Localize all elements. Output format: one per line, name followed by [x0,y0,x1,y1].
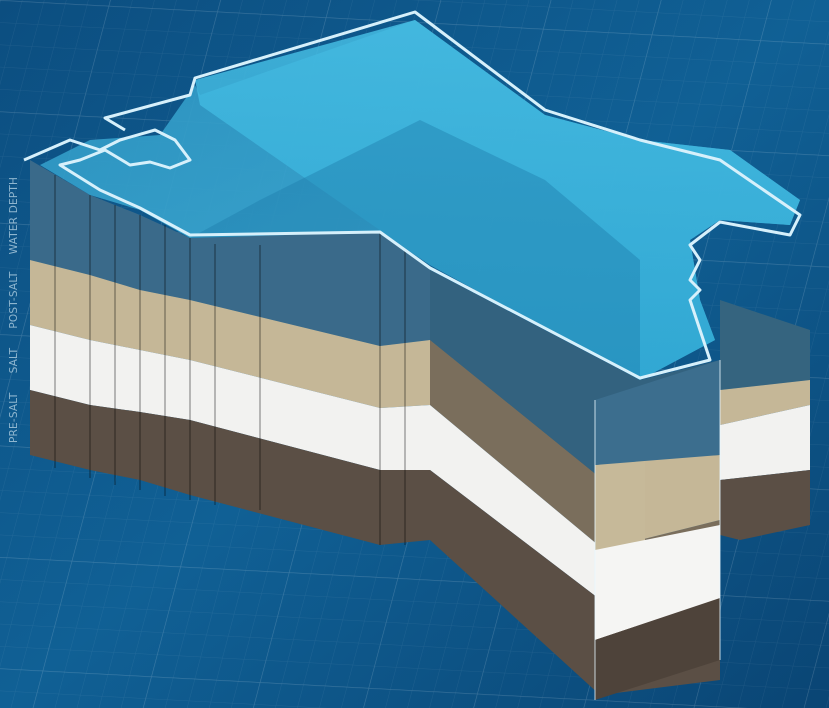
stratigraphic-block-diagram [23,10,810,700]
post-salt-layer-far-right [720,380,810,425]
pre-salt-layer-far-right [720,470,810,540]
water-surface-inner-shadow [190,120,640,380]
far-right-section [720,300,810,540]
front-face-water [595,360,720,465]
left-front-section [30,160,430,545]
water-depth-layer-far-right [720,300,810,390]
post-salt-layer-left [30,260,430,408]
post-salt-label: POST-SALT [8,271,20,329]
front-face-salt [595,525,720,640]
front-face-post-salt [595,460,645,550]
salt-layer-left [30,325,430,470]
right-front-section [430,270,720,700]
water-surface-outline [23,10,802,380]
salt-layer-far-right [720,405,810,480]
layer-axis-labels: PRE-SALT SALT POST-SALT WATER DEPTH [8,143,22,443]
pre-salt-layer-left [30,390,430,545]
post-salt-layer-right [430,340,720,580]
water-depth-label: WATER DEPTH [8,176,20,255]
front-face-pre-salt [595,598,720,700]
corner-highlights [594,360,721,700]
step-edges-left [54,175,406,545]
pre-salt-label: PRE-SALT [8,392,20,443]
salt-label: SALT [8,347,20,374]
water-surface-top [195,20,800,380]
water-depth-layer-left [30,160,430,346]
